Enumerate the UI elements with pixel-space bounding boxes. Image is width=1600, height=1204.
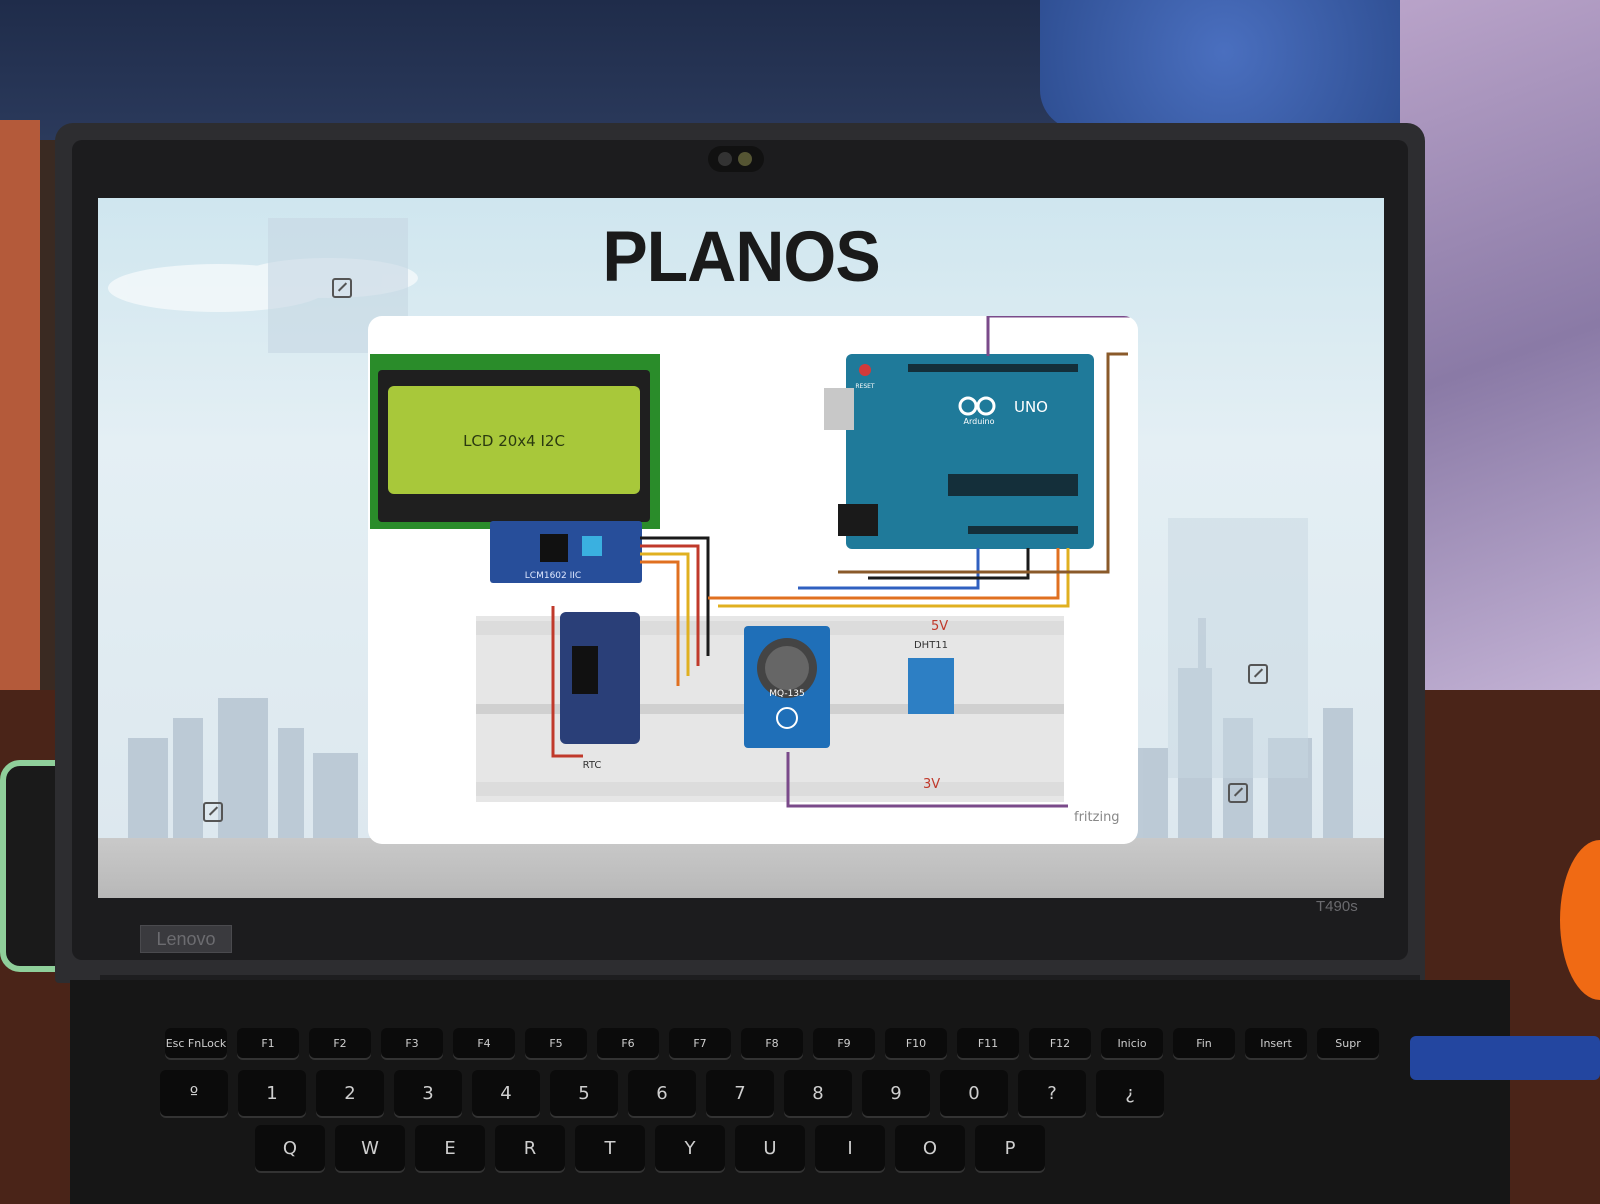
key--[interactable]: ¿ (1096, 1070, 1164, 1116)
key-t[interactable]: T (575, 1125, 645, 1171)
circuit-diagram: LCD 20x4 I2C LCM1602 IIC RESET UNO A (368, 316, 1138, 844)
key-u[interactable]: U (735, 1125, 805, 1171)
key-o[interactable]: O (895, 1125, 965, 1171)
key-5[interactable]: 5 (550, 1070, 618, 1116)
i2c-module: LCM1602 IIC (490, 521, 642, 583)
key-e[interactable]: E (415, 1125, 485, 1171)
i2c-module-label: LCM1602 IIC (525, 571, 581, 581)
key-esc-fnlock[interactable]: Esc FnLock (165, 1028, 227, 1058)
key-f2[interactable]: F2 (309, 1028, 371, 1058)
placeholder-image-icon[interactable] (203, 802, 223, 822)
key-f9[interactable]: F9 (813, 1028, 875, 1058)
rail-5v-label: 5V (931, 619, 948, 634)
key--[interactable]: º (160, 1070, 228, 1116)
arduino-brand-label: Arduino (964, 417, 995, 426)
usb-cable (1410, 1036, 1600, 1080)
key-f12[interactable]: F12 (1029, 1028, 1091, 1058)
key-supr[interactable]: Supr (1317, 1028, 1379, 1058)
fritzing-watermark: fritzing (1074, 810, 1120, 825)
key-r[interactable]: R (495, 1125, 565, 1171)
key-f7[interactable]: F7 (669, 1028, 731, 1058)
circuit-diagram-svg: LCD 20x4 I2C LCM1602 IIC RESET UNO A (370, 316, 1138, 825)
key-p[interactable]: P (975, 1125, 1045, 1171)
key-f1[interactable]: F1 (237, 1028, 299, 1058)
key-4[interactable]: 4 (472, 1070, 540, 1116)
key-inicio[interactable]: Inicio (1101, 1028, 1163, 1058)
placeholder-image-icon[interactable] (1248, 664, 1268, 684)
slide-title: PLANOS (602, 217, 880, 297)
mq135-sensor: MQ-135 (744, 626, 830, 748)
lcd-label: LCD 20x4 I2C (463, 432, 565, 450)
key-6[interactable]: 6 (628, 1070, 696, 1116)
rtc-label: RTC (583, 760, 602, 771)
key-i[interactable]: I (815, 1125, 885, 1171)
laptop-model-label: T490s (1316, 898, 1358, 915)
key-2[interactable]: 2 (316, 1070, 384, 1116)
key-f3[interactable]: F3 (381, 1028, 443, 1058)
taskbar (98, 838, 1384, 898)
laptop-brand-logo: Lenovo (140, 925, 232, 953)
key-w[interactable]: W (335, 1125, 405, 1171)
key-f5[interactable]: F5 (525, 1028, 587, 1058)
connection-wires (551, 316, 1138, 808)
key-f4[interactable]: F4 (453, 1028, 515, 1058)
key-8[interactable]: 8 (784, 1070, 852, 1116)
key-0[interactable]: 0 (940, 1070, 1008, 1116)
arduino-reset-label: RESET (855, 383, 875, 390)
key-insert[interactable]: Insert (1245, 1028, 1307, 1058)
key-f8[interactable]: F8 (741, 1028, 803, 1058)
dht-label: DHT11 (914, 640, 948, 651)
placeholder-image-icon[interactable] (1228, 783, 1248, 803)
key-f6[interactable]: F6 (597, 1028, 659, 1058)
key-1[interactable]: 1 (238, 1070, 306, 1116)
background-fabric (1400, 0, 1600, 720)
key-fin[interactable]: Fin (1173, 1028, 1235, 1058)
key-7[interactable]: 7 (706, 1070, 774, 1116)
arduino-uno-board: RESET UNO Arduino (824, 354, 1094, 549)
key-f10[interactable]: F10 (885, 1028, 947, 1058)
arduino-model-label: UNO (1014, 398, 1048, 416)
key--[interactable]: ? (1018, 1070, 1086, 1116)
key-q[interactable]: Q (255, 1125, 325, 1171)
function-key-row: Esc FnLock F1 F2 F3 F4 F5 F6 F7 F8 F9 F10 F11 F12 Ini… (165, 1028, 1379, 1058)
placeholder-image-icon[interactable] (332, 278, 352, 298)
rtc-module: RTC (560, 612, 640, 771)
dht11-sensor: DHT11 (908, 640, 954, 714)
laptop-screen: PLANOS LCD 20x4 I2C LCM1602 IIC (98, 198, 1384, 898)
key-f11[interactable]: F11 (957, 1028, 1019, 1058)
rail-3v-label: 3V (923, 777, 940, 792)
background-brick-wall (0, 120, 40, 720)
key-y[interactable]: Y (655, 1125, 725, 1171)
lcd-display: LCD 20x4 I2C (370, 354, 660, 529)
webcam-icon (708, 146, 764, 172)
key-3[interactable]: 3 (394, 1070, 462, 1116)
key-9[interactable]: 9 (862, 1070, 930, 1116)
mq-label: MQ-135 (769, 689, 805, 699)
